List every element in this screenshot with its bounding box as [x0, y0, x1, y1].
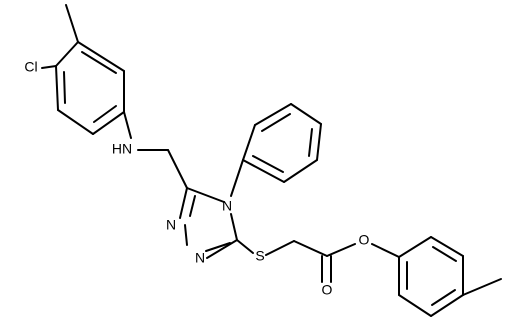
bond [430, 294, 464, 317]
ester-oxygen-label: O [359, 232, 370, 248]
bond [398, 236, 432, 258]
triazole-n1-label: N [195, 250, 205, 266]
bond [242, 124, 256, 161]
bond [81, 51, 117, 74]
bond [189, 195, 196, 217]
bond [179, 187, 188, 219]
bond [92, 111, 125, 135]
bond [186, 187, 225, 203]
bond [265, 240, 295, 256]
bond [283, 159, 318, 183]
bond [432, 246, 457, 262]
bond [123, 111, 132, 139]
bond [293, 240, 328, 257]
aminomethyl-linker [123, 111, 188, 189]
bond [430, 236, 464, 257]
bond [236, 239, 254, 254]
bond [316, 123, 322, 161]
bond [261, 113, 291, 132]
bond [205, 242, 231, 252]
bond [371, 243, 400, 258]
bond [308, 128, 313, 157]
bond [55, 65, 59, 111]
phenyl-ring [230, 103, 322, 197]
thioacetate-linker [236, 239, 356, 283]
tolyl-ring [371, 236, 502, 317]
bond [290, 103, 322, 125]
bond [184, 224, 188, 246]
bond [57, 109, 94, 135]
bond [65, 4, 79, 43]
bond [93, 105, 117, 123]
bond [63, 71, 66, 104]
chlorine-label: Cl [24, 59, 37, 75]
bond [77, 41, 125, 72]
bond [55, 41, 79, 67]
bond [230, 159, 244, 197]
bond [462, 278, 502, 296]
triazole-n2-label: N [166, 217, 176, 233]
bond [206, 239, 238, 259]
bond [230, 213, 238, 241]
bond [254, 103, 292, 126]
bond [252, 155, 284, 173]
bond [326, 243, 356, 257]
triazole-ring [179, 187, 238, 259]
amine-label: HN [112, 141, 132, 157]
thioether-label: S [255, 248, 264, 264]
bond [167, 149, 188, 189]
bond [431, 289, 456, 306]
bond [242, 159, 285, 183]
triazole-n4-label: N [222, 198, 232, 214]
bond [41, 65, 57, 69]
bond [398, 294, 432, 317]
carbonyl-oxygen-label: O [322, 282, 333, 298]
chloro-methylphenyl-ring [41, 4, 125, 135]
